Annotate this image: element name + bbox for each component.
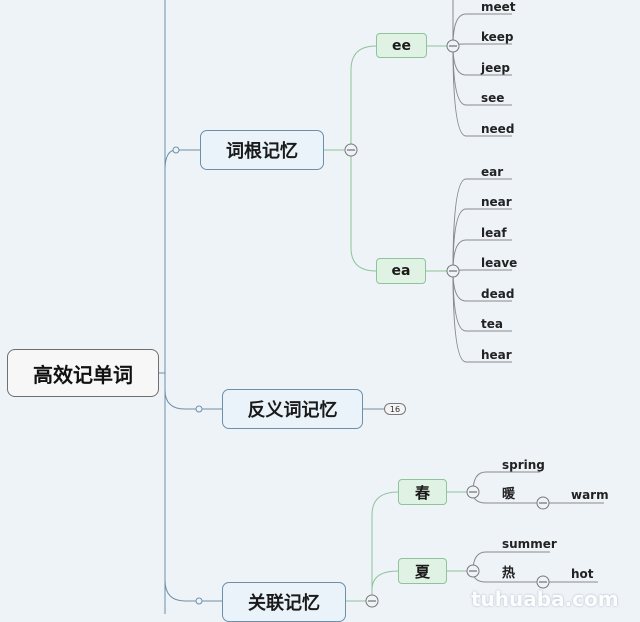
leaf-dead[interactable]: dead bbox=[481, 287, 515, 301]
leaf-need[interactable]: need bbox=[481, 122, 515, 136]
leaf-nuan[interactable]: 暖 bbox=[502, 487, 516, 502]
leaf-warm[interactable]: warm bbox=[571, 488, 609, 502]
leaf-leaf[interactable]: leaf bbox=[481, 226, 507, 240]
collapsed-count-badge[interactable]: 16 bbox=[384, 403, 406, 415]
leaf-summer[interactable]: summer bbox=[502, 537, 557, 551]
subtopic-ee[interactable]: ee bbox=[376, 33, 427, 58]
leaf-near[interactable]: near bbox=[481, 195, 512, 209]
leaf-meet[interactable]: meet bbox=[481, 0, 516, 14]
leaf-see[interactable]: see bbox=[481, 91, 505, 105]
leaf-hot[interactable]: hot bbox=[571, 567, 594, 581]
root-topic[interactable]: 高效记单词 bbox=[7, 349, 159, 397]
topic-fanyi[interactable]: 反义词记忆 bbox=[222, 389, 363, 429]
topic-guanlian[interactable]: 关联记忆 bbox=[222, 582, 346, 622]
leaf-leave[interactable]: leave bbox=[481, 256, 518, 270]
leaf-re[interactable]: 热 bbox=[502, 566, 516, 581]
leaf-tea[interactable]: tea bbox=[481, 317, 503, 331]
subtopic-chun[interactable]: 春 bbox=[398, 479, 447, 505]
subtopic-xia[interactable]: 夏 bbox=[398, 558, 447, 584]
leaf-keep[interactable]: keep bbox=[481, 30, 514, 44]
leaf-spring[interactable]: spring bbox=[502, 458, 545, 472]
leaf-jeep[interactable]: jeep bbox=[481, 61, 510, 75]
watermark-text: tuhuaba.com bbox=[471, 587, 619, 611]
topic-cigen[interactable]: 词根记忆 bbox=[200, 130, 324, 170]
subtopic-ea[interactable]: ea bbox=[376, 258, 426, 284]
leaf-ear[interactable]: ear bbox=[481, 165, 504, 179]
leaf-hear[interactable]: hear bbox=[481, 348, 512, 362]
